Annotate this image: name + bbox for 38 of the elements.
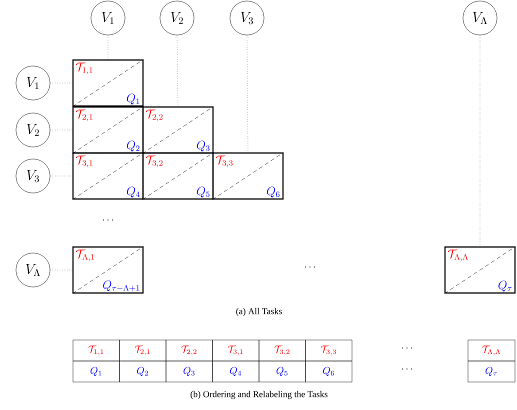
table-cell: $Q_\tau$ (468, 360, 516, 382)
circle-node: $V_1$ (16, 66, 50, 100)
table-cell: $\mathcal{T}_{3,1}$ (212, 340, 260, 362)
table-cell: $\mathcal{T}_{2,2}$ (166, 340, 213, 362)
task-box: $\mathcal{T}_{\Lambda,\Lambda}$ $Q_\tau$ (444, 246, 516, 294)
ellipsis: $\dots$ (103, 219, 113, 221)
dotted-line (176, 35, 178, 107)
circle-node: $V_1$ (90, 0, 126, 36)
table-cell: $Q_6$ (305, 360, 352, 382)
ellipsis: $\dots$ (305, 266, 315, 268)
task-box: $\mathcal{T}_{2,1}$ $Q_2$ (72, 106, 144, 154)
table-cell: $Q_4$ (212, 360, 260, 382)
caption: (a) All Tasks (236, 308, 282, 316)
table-cell: $Q_3$ (166, 360, 213, 382)
task-box: $\mathcal{T}_{3,1}$ $Q_4$ (72, 152, 144, 200)
circle-node: $V_2$ (160, 0, 194, 36)
caption: (b) Ordering and Relabeling the Tasks (190, 390, 328, 400)
ellipsis: $\dots$ (402, 368, 412, 370)
task-box: $\mathcal{T}_{3,3}$ $Q_6$ (212, 152, 284, 200)
dotted-line (246, 35, 248, 153)
table-cell: $\mathcal{T}_{3,2}$ (258, 340, 306, 362)
table-cell: $Q_5$ (258, 360, 306, 382)
table-cell: $Q_1$ (72, 360, 120, 382)
circle-node: $V_3$ (230, 0, 264, 36)
task-box: $\mathcal{T}_{\Lambda,1}$ $Q_{\tau-\Lambda+1}$ (72, 246, 144, 294)
table-cell: $\mathcal{T}_{1,1}$ (72, 340, 120, 362)
circle-node: $V_2$ (16, 112, 50, 148)
table-cell: $Q_2$ (119, 360, 166, 382)
circle-node: $V_3$ (16, 158, 50, 194)
circle-node: $V_\Lambda$ (462, 0, 498, 36)
task-box: $\mathcal{T}_{1,1}$ $Q_1$ (72, 59, 144, 107)
table-cell: $\mathcal{T}_{\Lambda,\Lambda}$ (468, 340, 516, 362)
task-box: $\mathcal{T}_{3,2}$ $Q_5$ (142, 152, 214, 200)
table-cell: $\mathcal{T}_{3,3}$ (305, 340, 352, 362)
task-box: $\mathcal{T}_{2,2}$ $Q_3$ (142, 106, 214, 154)
table-cell: $\mathcal{T}_{2,1}$ (119, 340, 166, 362)
circle-node: $V_\Lambda$ (16, 252, 50, 288)
ellipsis: $\dots$ (402, 347, 412, 349)
